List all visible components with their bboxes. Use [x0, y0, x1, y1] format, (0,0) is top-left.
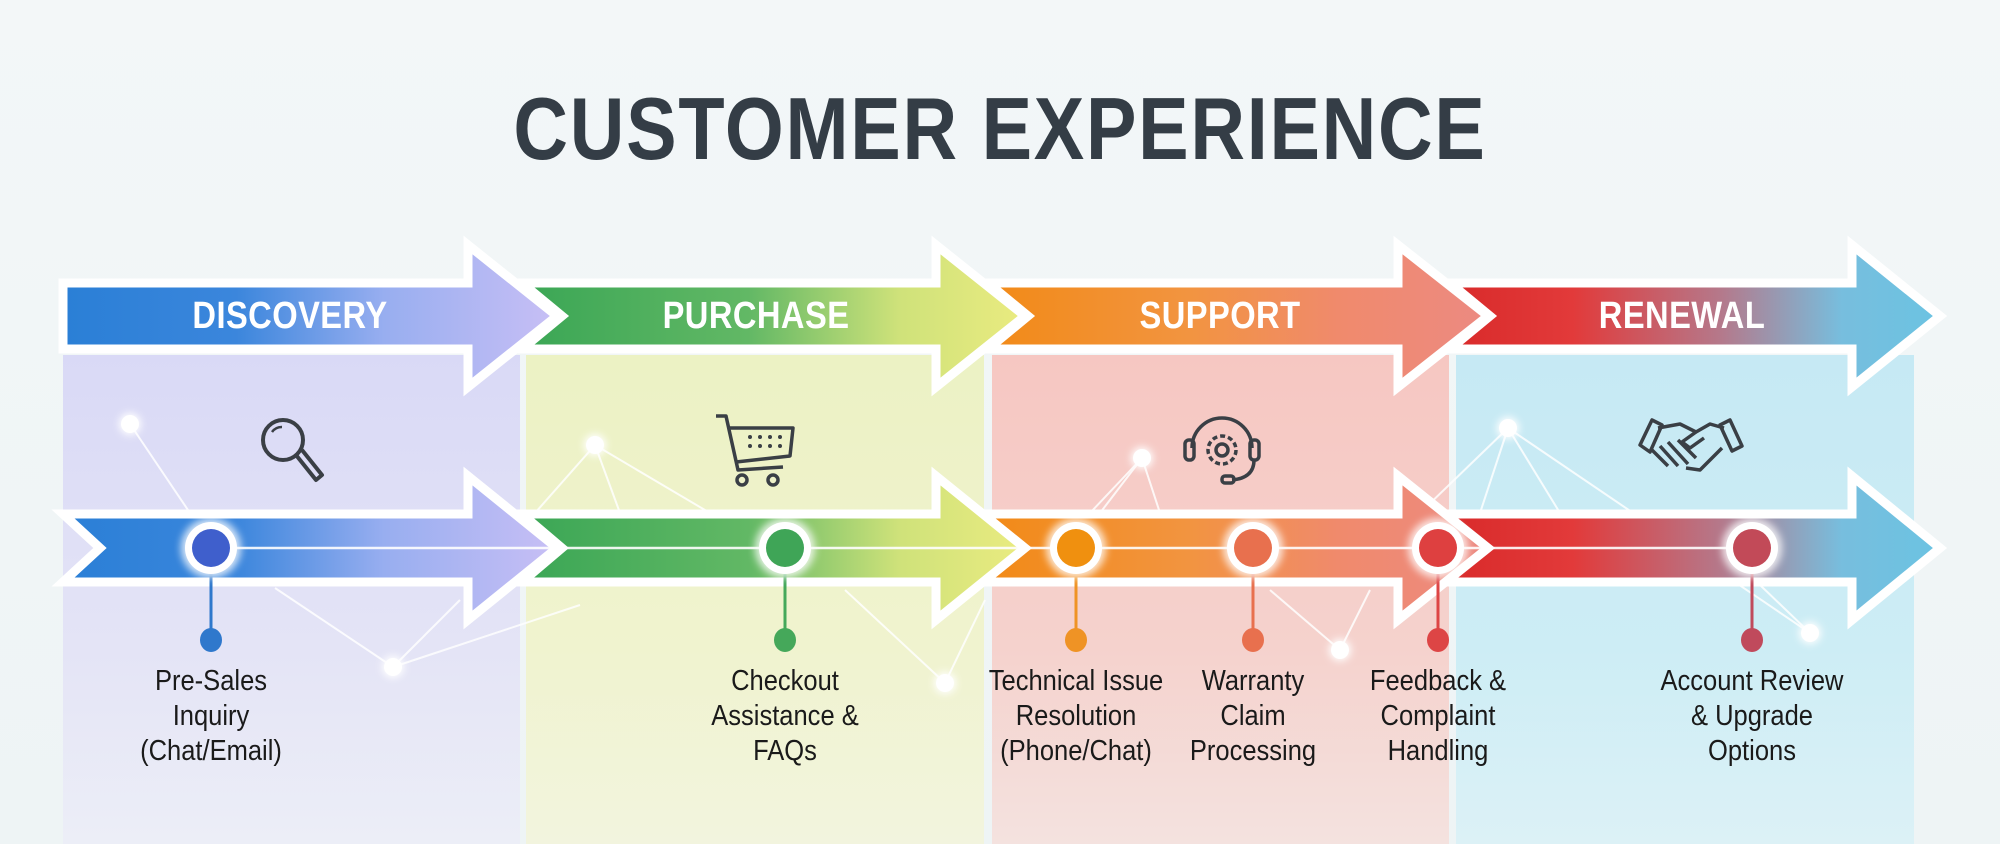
- phase-label-renewal: RENEWAL: [1598, 295, 1766, 337]
- phase-label-purchase: PURCHASE: [662, 295, 850, 337]
- phase-panel-support: [992, 355, 1449, 844]
- phase-arrow-discovery: [58, 235, 565, 397]
- network-nodes: [119, 413, 1821, 694]
- touchpoint-dots: [200, 628, 1763, 652]
- phase-panel-purchase: [526, 355, 984, 844]
- magnifying-glass-icon: [261, 418, 324, 482]
- touchpoint-label-pre-sales: Pre-Sales Inquiry (Chat/Email): [140, 665, 282, 767]
- shopping-cart-icon: [716, 414, 795, 487]
- phase-label-support: SUPPORT: [1139, 295, 1301, 337]
- page-title: CUSTOMER EXPERIENCE: [513, 79, 1487, 178]
- touchpoint-stems: [209, 565, 1754, 640]
- touchpoint-nodes: [181, 518, 1782, 578]
- touchpoint-label-technical-issue: Technical Issue Resolution (Phone/Chat): [988, 665, 1164, 767]
- handshake-icon: [1638, 418, 1744, 472]
- touchpoint-label-warranty: Warranty Claim Processing: [1189, 665, 1317, 767]
- touchpoint-label-checkout: Checkout Assistance & FAQs: [711, 665, 859, 767]
- touchpoint-label-feedback: Feedback & Complaint Handling: [1369, 665, 1507, 767]
- headset-gear-icon: [1183, 416, 1261, 485]
- phase-panel-renewal: [1456, 355, 1914, 844]
- phase-label-discovery: DISCOVERY: [192, 295, 388, 337]
- touchpoint-label-account-review: Account Review & Upgrade Options: [1660, 665, 1844, 767]
